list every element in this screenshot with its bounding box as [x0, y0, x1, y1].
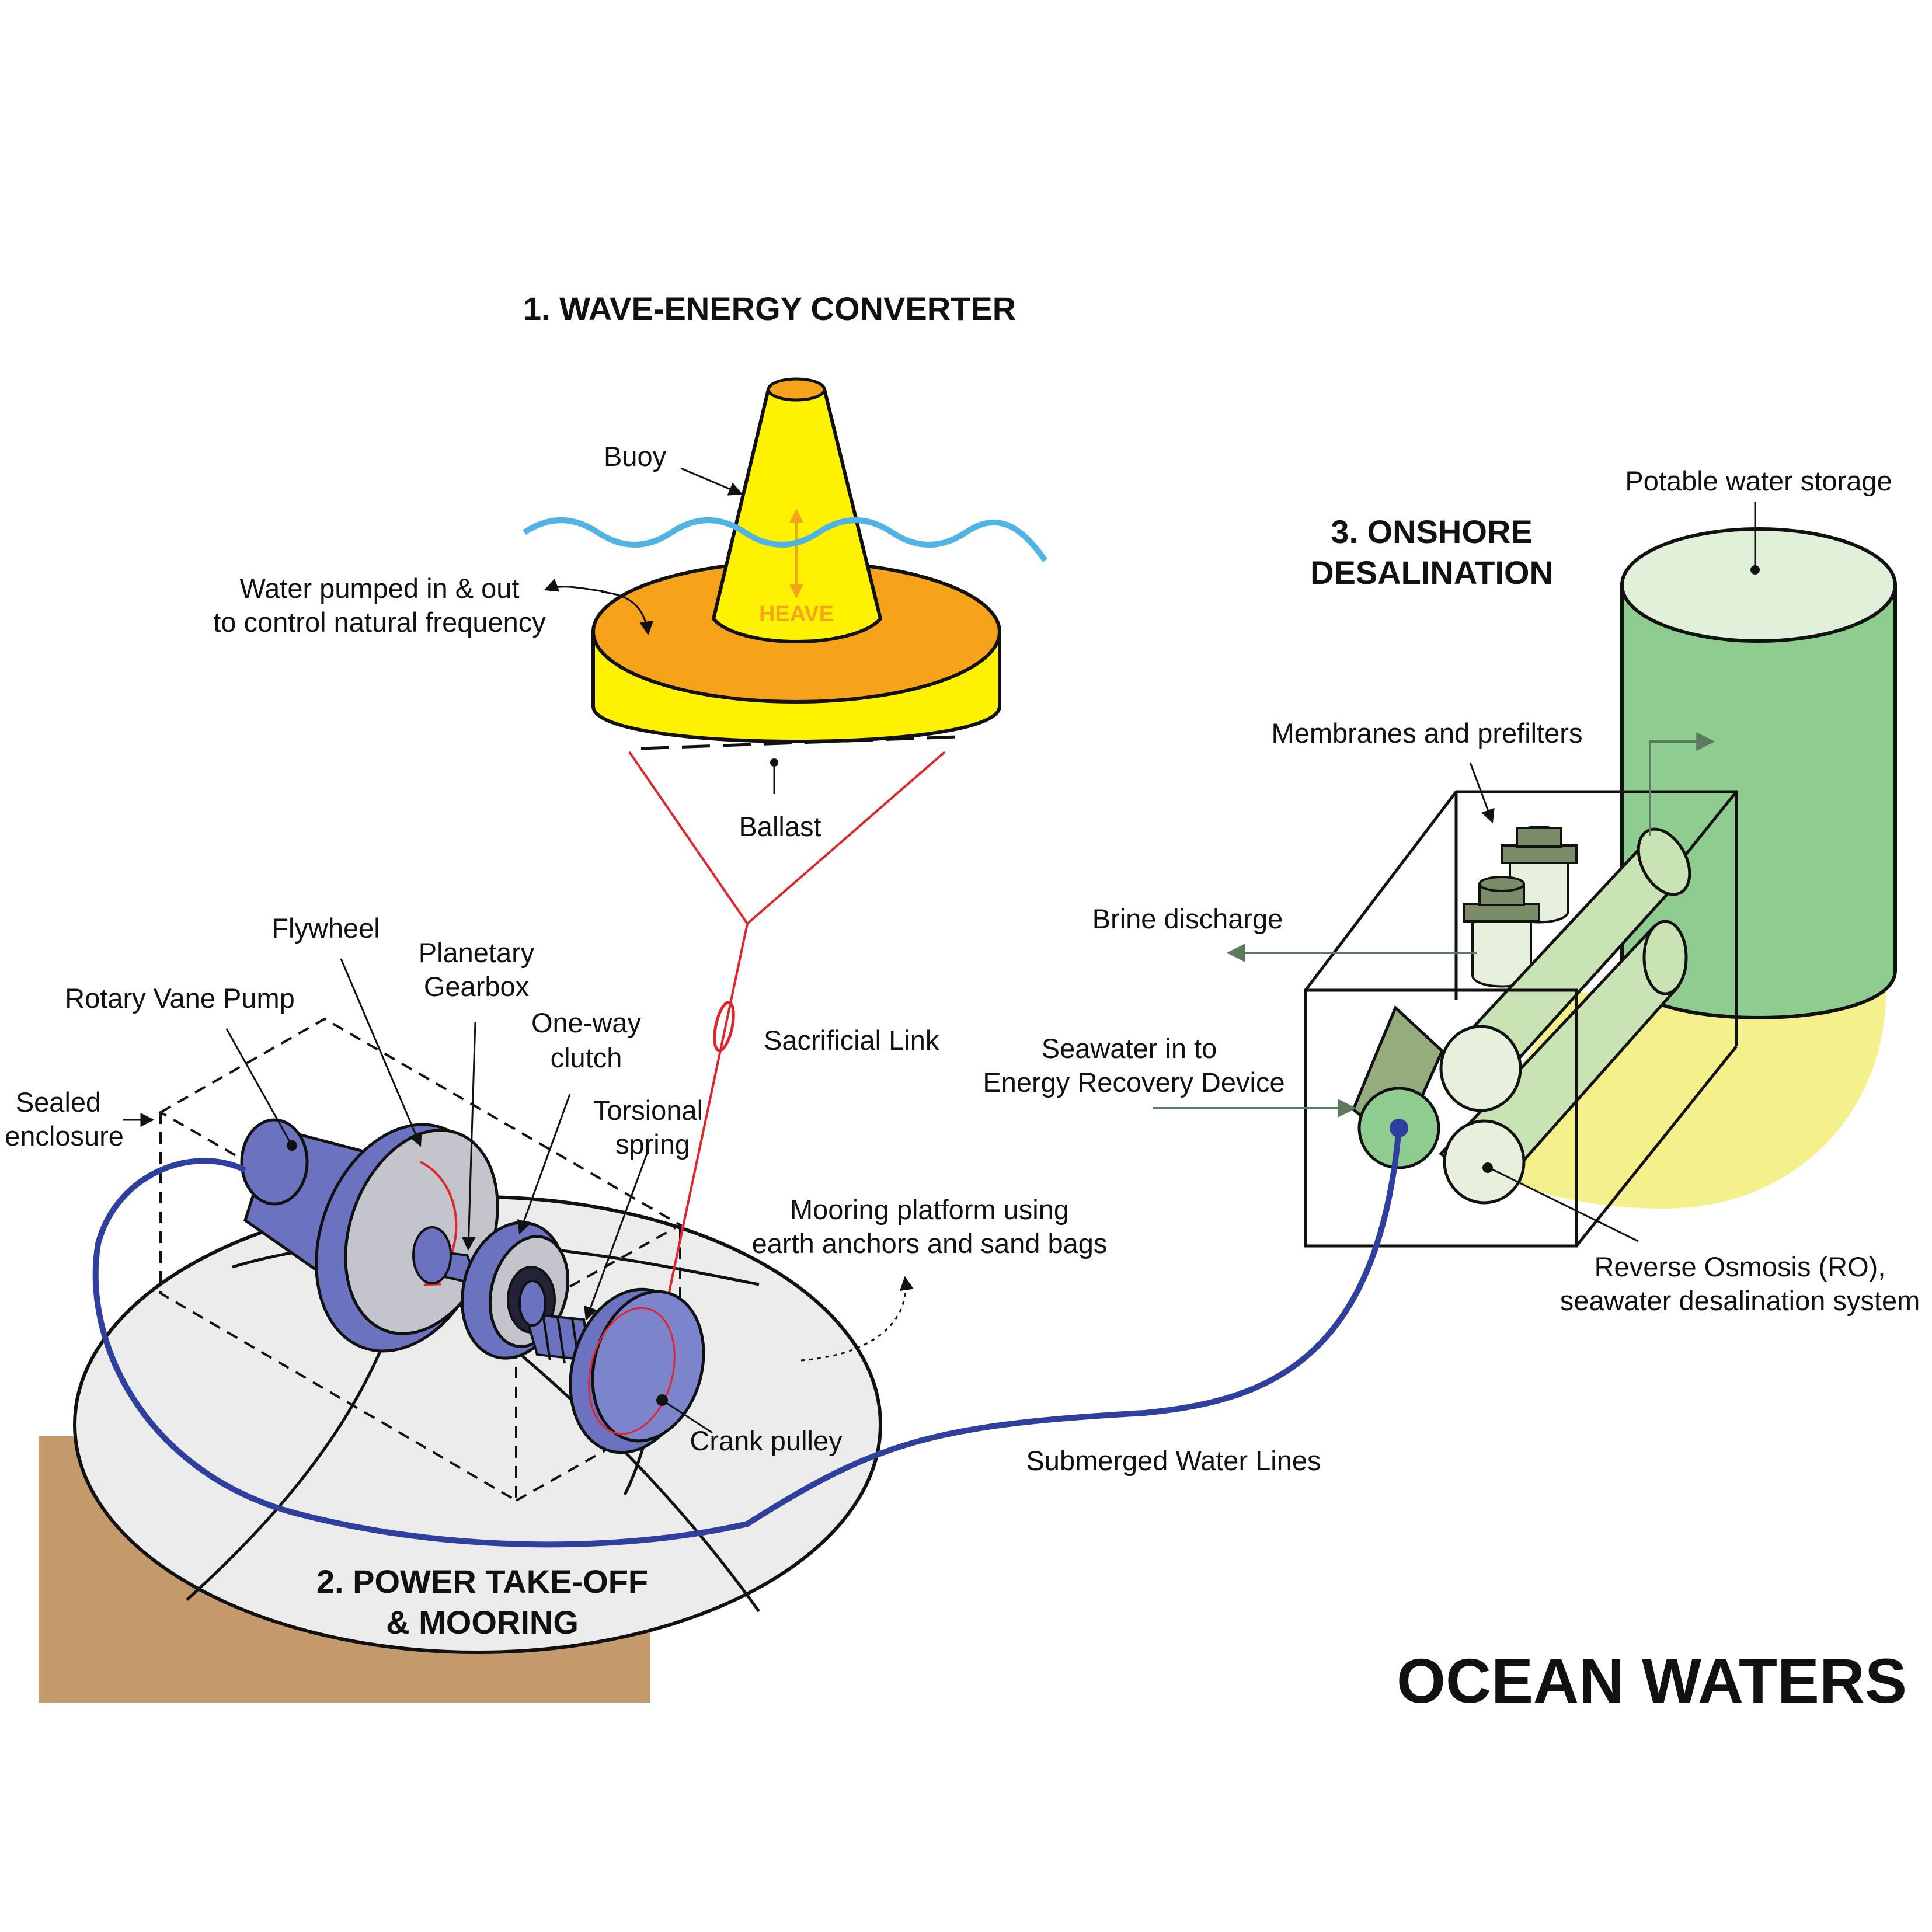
mooring-line [628, 751, 946, 1304]
label-membranes: Membranes and prefilters [1272, 718, 1583, 749]
ocean-wave [523, 517, 1048, 562]
potable-water-tank [1620, 527, 1897, 1019]
label-buoy: Buoy [604, 441, 667, 472]
planetary-gearbox [412, 1226, 481, 1286]
label-potable-storage: Potable water storage [1625, 465, 1892, 496]
label-mooring-1: Mooring platform using [790, 1194, 1069, 1225]
tank-feed-arrow [1649, 732, 1715, 836]
label-mooring-2: earth anchors and sand bags [752, 1228, 1108, 1259]
submerged-water-line [92, 1119, 1408, 1548]
label-ballast: Ballast [739, 811, 821, 842]
label-water-pumped-1: Water pumped in & out [240, 573, 520, 604]
crank-pulley [569, 1287, 705, 1454]
heading-power-takeoff-1: 2. POWER TAKE-OFF [316, 1563, 648, 1600]
label-water-pumped-2: to control natural frequency [213, 607, 546, 638]
heading-onshore-1: 3. ONSHORE [1331, 513, 1532, 550]
heading-onshore-2: DESALINATION [1310, 554, 1553, 591]
label-torsional-1: Torsional [593, 1095, 703, 1126]
label-sacrificial-link: Sacrificial Link [764, 1025, 939, 1056]
label-seawater-2: Energy Recovery Device [983, 1067, 1284, 1098]
ro-cap-lower [1443, 1119, 1526, 1205]
ro-cap-upper [1439, 1025, 1522, 1112]
heading-wave-energy: 1. WAVE-ENERGY CONVERTER [523, 290, 1016, 327]
label-planetary-2: Gearbox [424, 971, 529, 1002]
buoy-float [591, 560, 1001, 750]
heave-label: HEAVE [759, 602, 834, 626]
prefilter-bottom [1463, 876, 1540, 988]
label-planetary-1: Planetary [419, 937, 535, 968]
label-sealed-2: enclosure [5, 1120, 124, 1151]
heading-ocean-waters: OCEAN WATERS [1397, 1645, 1907, 1716]
label-ro-2: seawater desalination system [1560, 1285, 1920, 1316]
label-seawater-1: Seawater in to [1042, 1033, 1217, 1064]
desalination-box-front [1304, 988, 1738, 1248]
label-brine: Brine discharge [1092, 903, 1283, 934]
sacrificial-link [713, 1001, 735, 1052]
label-rotary-vane-pump: Rotary Vane Pump [65, 983, 295, 1014]
label-one-way-2: clutch [551, 1042, 622, 1073]
leader-lines [123, 467, 1756, 1434]
label-one-way-1: One-way [531, 1007, 642, 1038]
label-flywheel: Flywheel [271, 913, 380, 944]
label-sealed-1: Sealed [16, 1087, 101, 1118]
label-torsional-2: spring [615, 1129, 690, 1160]
label-ro-1: Reverse Osmosis (RO), [1595, 1251, 1886, 1282]
label-submerged-lines: Submerged Water Lines [1026, 1445, 1321, 1476]
heading-power-takeoff-2: & MOORING [386, 1604, 579, 1641]
label-crank-pulley: Crank pulley [690, 1425, 843, 1456]
